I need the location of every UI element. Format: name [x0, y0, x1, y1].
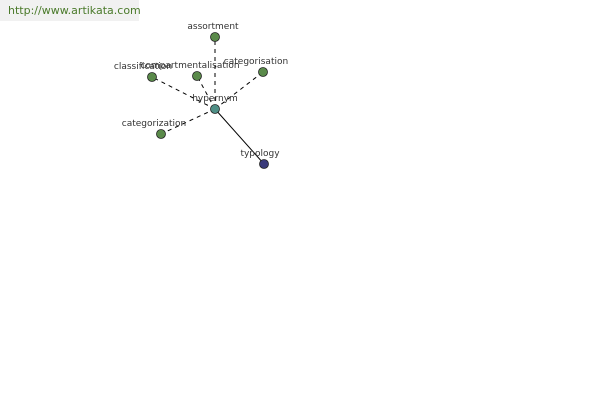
edge-typology [214, 108, 265, 165]
node-label-compartmentalisation[interactable]: compartmentalisation [140, 61, 239, 71]
node-typology[interactable] [259, 159, 269, 169]
node-hypernym[interactable] [210, 104, 220, 114]
edge-compartmentalisation [196, 75, 216, 110]
node-compartmentalisation[interactable] [192, 71, 202, 81]
node-assortment[interactable] [210, 32, 220, 42]
node-label-assortment[interactable]: assortment [187, 22, 239, 32]
site-url-link[interactable]: http://www.artikata.com [0, 0, 141, 21]
node-classification[interactable] [147, 72, 157, 82]
node-categorisation[interactable] [258, 67, 268, 77]
node-label-categorisation[interactable]: categorisation [224, 57, 288, 67]
node-categorization[interactable] [156, 129, 166, 139]
node-label-typology[interactable]: typology [240, 149, 280, 159]
graph-nodes: assortment classificationcompartmentalisa… [114, 22, 288, 169]
node-label-classification[interactable]: classification [114, 62, 172, 72]
node-label-hypernym[interactable]: hypernym [192, 94, 238, 104]
node-label-categorization[interactable]: categorization [122, 119, 186, 129]
graph-edges [151, 37, 265, 165]
edge-categorization [160, 108, 216, 135]
edge-categorisation [214, 71, 264, 110]
edge-classification [151, 76, 216, 110]
